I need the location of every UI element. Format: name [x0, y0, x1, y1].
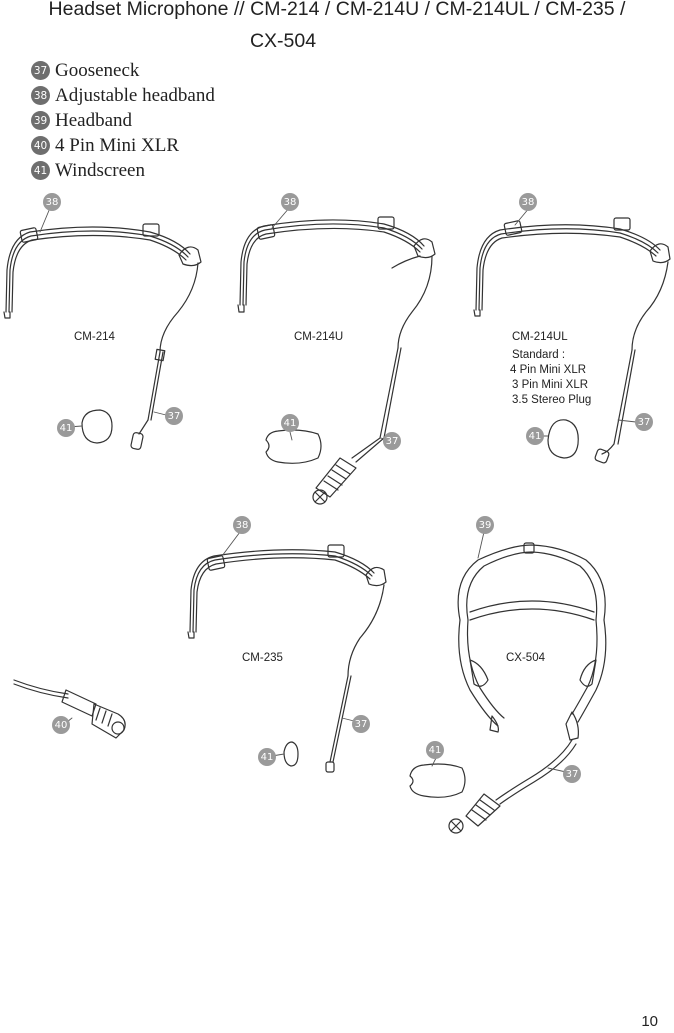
- callout-39-cx504: 39: [476, 516, 494, 534]
- callout-38-cm214: 38: [43, 193, 61, 211]
- callout-41-cm214u: 41: [281, 414, 299, 432]
- callout-41-cm214ul: 41: [526, 427, 544, 445]
- legend-item-headband: 39 Headband: [31, 108, 215, 133]
- model-label-cm214ul: CM-214UL: [512, 331, 568, 343]
- callout-41-cm214: 41: [57, 419, 75, 437]
- legend-item-mini-xlr: 40 4 Pin Mini XLR: [31, 133, 215, 158]
- callout-37-cm214: 37: [165, 407, 183, 425]
- cm214ul-option-stereo-plug: 3.5 Stereo Plug: [512, 394, 592, 406]
- legend-number-badge: 40: [31, 136, 50, 155]
- legend-label: Windscreen: [55, 159, 145, 181]
- cx504-headset-illustration: [409, 542, 607, 834]
- parts-legend: 37 Gooseneck 38 Adjustable headband 39 H…: [31, 58, 215, 183]
- model-label-cm235: CM-235: [242, 652, 283, 664]
- callout-41-cm235: 41: [258, 748, 276, 766]
- legend-item-windscreen: 41 Windscreen: [31, 158, 215, 183]
- cm214-headset-illustration: [3, 223, 202, 450]
- callout-37-cm214u: 37: [383, 432, 401, 450]
- callout-38-cm214ul: 38: [519, 193, 537, 211]
- cm235-headset-illustration: [187, 544, 387, 773]
- legend-item-gooseneck: 37 Gooseneck: [31, 58, 215, 83]
- legend-label: Headband: [55, 109, 133, 131]
- cm214u-headset-illustration: [237, 216, 436, 505]
- callout-38-cm235: 38: [233, 516, 251, 534]
- model-label-cm214u: CM-214U: [294, 331, 344, 343]
- callout-38-cm214u: 38: [281, 193, 299, 211]
- callout-37-cm235: 37: [352, 715, 370, 733]
- cm214ul-headset-illustration: [473, 217, 671, 464]
- callout-41-cx504: 41: [426, 741, 444, 759]
- callout-37-cm214ul: 37: [635, 413, 653, 431]
- legend-item-adjustable-headband: 38 Adjustable headband: [31, 83, 215, 108]
- legend-label: Adjustable headband: [55, 84, 215, 106]
- legend-number-badge: 39: [31, 111, 50, 130]
- legend-label: 4 Pin Mini XLR: [55, 134, 180, 156]
- callout-40-mini-xlr: 40: [52, 716, 70, 734]
- cm214ul-option-3pin: 3 Pin Mini XLR: [512, 379, 589, 391]
- callout-37-cx504: 37: [563, 765, 581, 783]
- mini-xlr-connector-illustration: [13, 679, 126, 739]
- model-label-cx504: CX-504: [506, 652, 545, 664]
- page-number: 10: [641, 1013, 658, 1030]
- legend-number-badge: 38: [31, 86, 50, 105]
- cm214ul-option-4pin: 4 Pin Mini XLR: [510, 364, 587, 376]
- legend-number-badge: 37: [31, 61, 50, 80]
- legend-label: Gooseneck: [55, 59, 140, 81]
- cm214ul-standard-label: Standard :: [512, 349, 566, 361]
- model-label-cm214: CM-214: [74, 331, 115, 343]
- page-title-continued: CX-504: [249, 30, 317, 52]
- page-title: Headset Microphone // CM-214 / CM-214U /…: [48, 0, 626, 20]
- legend-number-badge: 41: [31, 161, 50, 180]
